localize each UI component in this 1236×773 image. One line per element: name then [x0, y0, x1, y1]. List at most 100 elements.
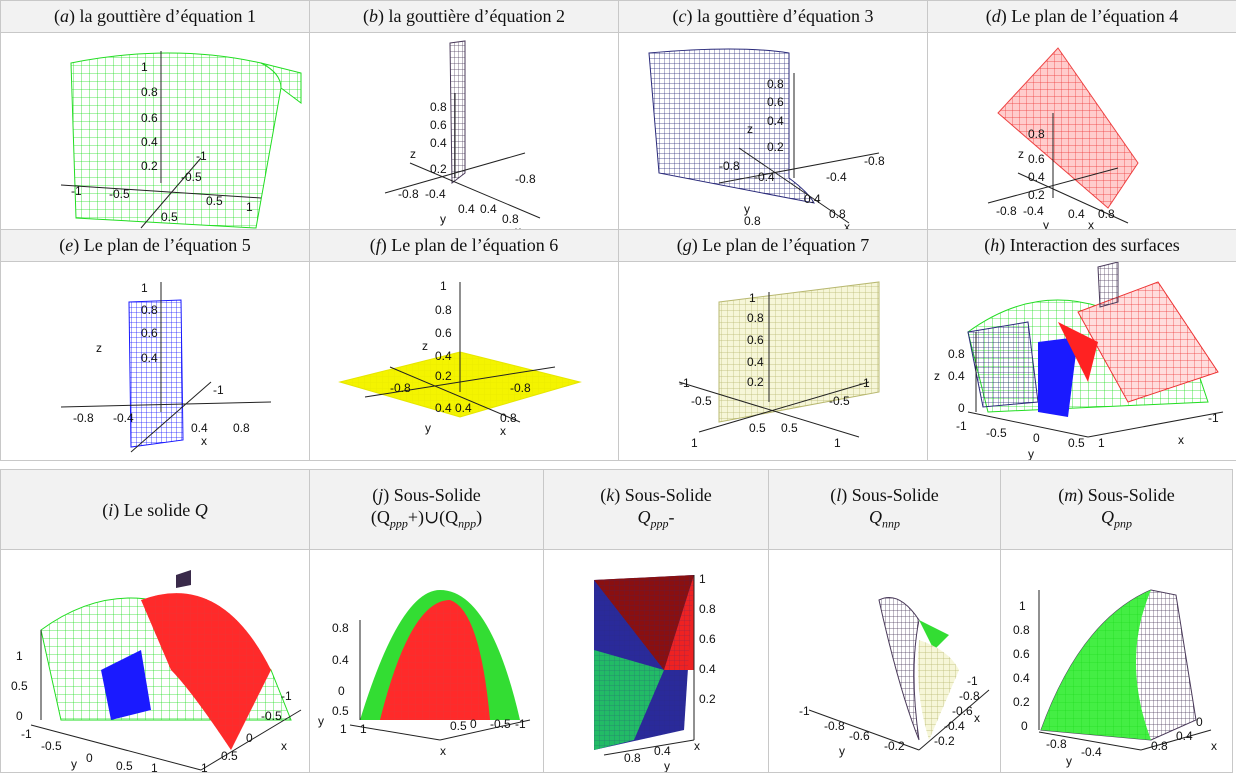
axis-tick-label: -0.4	[1023, 204, 1044, 218]
axis-tick-label: z	[422, 339, 428, 353]
axis-tick-label: 0.8	[699, 602, 716, 616]
axis-tick-label: 0.2	[699, 692, 716, 706]
plot-f: 1 0.8 0.6 z 0.4 0.2 -0.8 -0.8 0.4 0.4 0.…	[309, 261, 619, 461]
axis-tick-label: 0.2	[747, 375, 764, 389]
axis-tick-label: -0.8	[1046, 737, 1067, 751]
axis-tick-label: 0.2	[141, 159, 158, 173]
axis-tick-label: 0.8	[1151, 739, 1168, 753]
axis-tick-label: 0.6	[141, 111, 158, 125]
axis-tick-label: 0.4	[1013, 671, 1030, 685]
axis-tick-label: -0.5	[829, 394, 850, 408]
axis-tick-label: -0.8	[510, 381, 531, 395]
axis-tick-label: 0.2	[1028, 188, 1045, 202]
axis-tick-label: 0.4	[332, 653, 349, 667]
axis-tick-label: 0.5	[206, 194, 223, 208]
axis-tick-label: -0.6	[849, 729, 870, 743]
axis-tick-label: 0	[1033, 431, 1040, 445]
axis-tick-label: 0.8	[435, 303, 452, 317]
axis-tick-label: -1	[679, 376, 690, 390]
axis-tick-label: 0	[470, 717, 477, 731]
axis-tick-label: y	[318, 714, 324, 728]
axis-tick-label: x	[281, 739, 287, 753]
axis-tick-label: 1	[360, 722, 367, 736]
axis-tick-label: -0.8	[390, 381, 411, 395]
axis-tick-label: -0.8	[73, 411, 94, 425]
axis-tick-label: y	[744, 202, 750, 216]
caption-g: (g) Le plan de l’équation 7	[618, 229, 928, 262]
axis-tick-label: x	[201, 434, 207, 448]
axis-tick-label: 0.4	[699, 662, 716, 676]
axis-tick-label: 0.5	[221, 749, 238, 763]
axis-tick-label: 0.5	[332, 704, 349, 718]
axis-tick-label: y	[1066, 754, 1072, 768]
plot-b: 0.8 0.6 0.4 z 0.2 -0.8 -0.4 y 0.4 0.4 0.…	[309, 32, 619, 230]
axis-tick-label: 0.4	[455, 401, 472, 415]
axis-tick-label: -1	[281, 689, 292, 703]
axis-tick-label: 0.4	[458, 202, 475, 216]
axis-tick-label: z	[934, 369, 940, 383]
axis-tick-label: -0.5	[181, 170, 202, 184]
axis-tick-label: -1	[213, 383, 224, 397]
axis-tick-label: 0.8	[141, 85, 158, 99]
axis-tick-label: -0.8	[515, 172, 536, 186]
axis-tick-label: -0.2	[934, 734, 955, 748]
axis-tick-label: y	[839, 744, 845, 758]
axis-tick-label: -0.5	[261, 709, 282, 723]
axis-tick-label: 0.4	[1176, 729, 1193, 743]
axis-tick-label: 0.8	[233, 421, 250, 435]
axis-tick-label: 1	[1019, 599, 1026, 613]
plot-e: 1 0.8 z 0.6 0.4 -1 -0.8 -0.4 0.4 0.8 x	[0, 261, 310, 461]
axis-tick-label: -0.4	[425, 187, 446, 201]
axis-tick-label: 0.8	[767, 77, 784, 91]
axis-tick-label: 0.8	[500, 411, 517, 425]
axis-tick-label: 0.8	[430, 100, 447, 114]
axis-tick-label: 0.2	[1013, 695, 1030, 709]
axis-tick-label: 0	[1021, 719, 1028, 733]
axis-tick-label: 0.8	[141, 303, 158, 317]
axis-tick-label: -1	[859, 376, 870, 390]
axis-tick-label: -0.8	[959, 689, 980, 703]
axis-tick-label: 0.2	[767, 140, 784, 154]
axis-tick-label: x	[694, 739, 700, 753]
axis-tick-label: z	[410, 147, 416, 161]
axis-tick-label: 0.5	[749, 421, 766, 435]
axis-tick-label: 0.8	[332, 621, 349, 635]
axis-tick-label: -0.6	[952, 704, 973, 718]
axis-tick-label: -0.8	[719, 159, 740, 173]
axis-tick-label: 0.4	[191, 421, 208, 435]
axis-tick-label: 0.4	[747, 355, 764, 369]
plot-h: 0.8 z 0.4 0 -1 -0.5 0 0.5 1 -1 y x	[927, 261, 1236, 461]
axis-tick-label: 0.6	[767, 95, 784, 109]
axis-tick-label: 0.4	[767, 114, 784, 128]
caption-f: (f) Le plan de l’équation 6	[309, 229, 619, 262]
axis-tick-label: 0.6	[747, 333, 764, 347]
axis-tick-label: z	[96, 341, 102, 355]
axis-tick-label: 0.4	[1068, 207, 1085, 221]
caption-a: (a) la gouttière d’équation 1	[0, 0, 310, 33]
axis-tick-label: -0.5	[490, 717, 511, 731]
axis-tick-label: -1	[956, 419, 967, 433]
axis-tick-label: 0.6	[699, 632, 716, 646]
axis-tick-label: -0.4	[1081, 745, 1102, 759]
axis-tick-label: 1	[151, 761, 158, 772]
axis-tick-label: 0.6	[435, 326, 452, 340]
axis-tick-label: 1	[1098, 436, 1105, 450]
axis-tick-label: 1	[834, 436, 841, 450]
axis-tick-label: -0.2	[884, 739, 905, 753]
axis-tick-label: 0.4	[1028, 170, 1045, 184]
axis-tick-label: 1	[141, 281, 148, 295]
axis-tick-label: 1	[699, 572, 706, 586]
axis-tick-label: 0.8	[747, 311, 764, 325]
axis-tick-label: 0.6	[1013, 647, 1030, 661]
plot-g: 1 0.8 0.6 0.4 0.2 -1 -0.5 -0.5 -1 1 0.5 …	[618, 261, 928, 461]
axis-tick-label: y	[71, 757, 77, 771]
axis-tick-label: 0.5	[450, 719, 467, 733]
axis-tick-label: 0.5	[116, 759, 133, 772]
caption-e: (e) Le plan de l’équation 5	[0, 229, 310, 262]
axis-tick-label: 0	[246, 731, 253, 745]
axis-tick-label: x	[1088, 218, 1094, 229]
caption-h: (h) Interaction des surfaces	[927, 229, 1236, 262]
plot-k: 1 0.8 0.6 0.4 0.2 0.8 0.4 x y	[543, 549, 769, 773]
